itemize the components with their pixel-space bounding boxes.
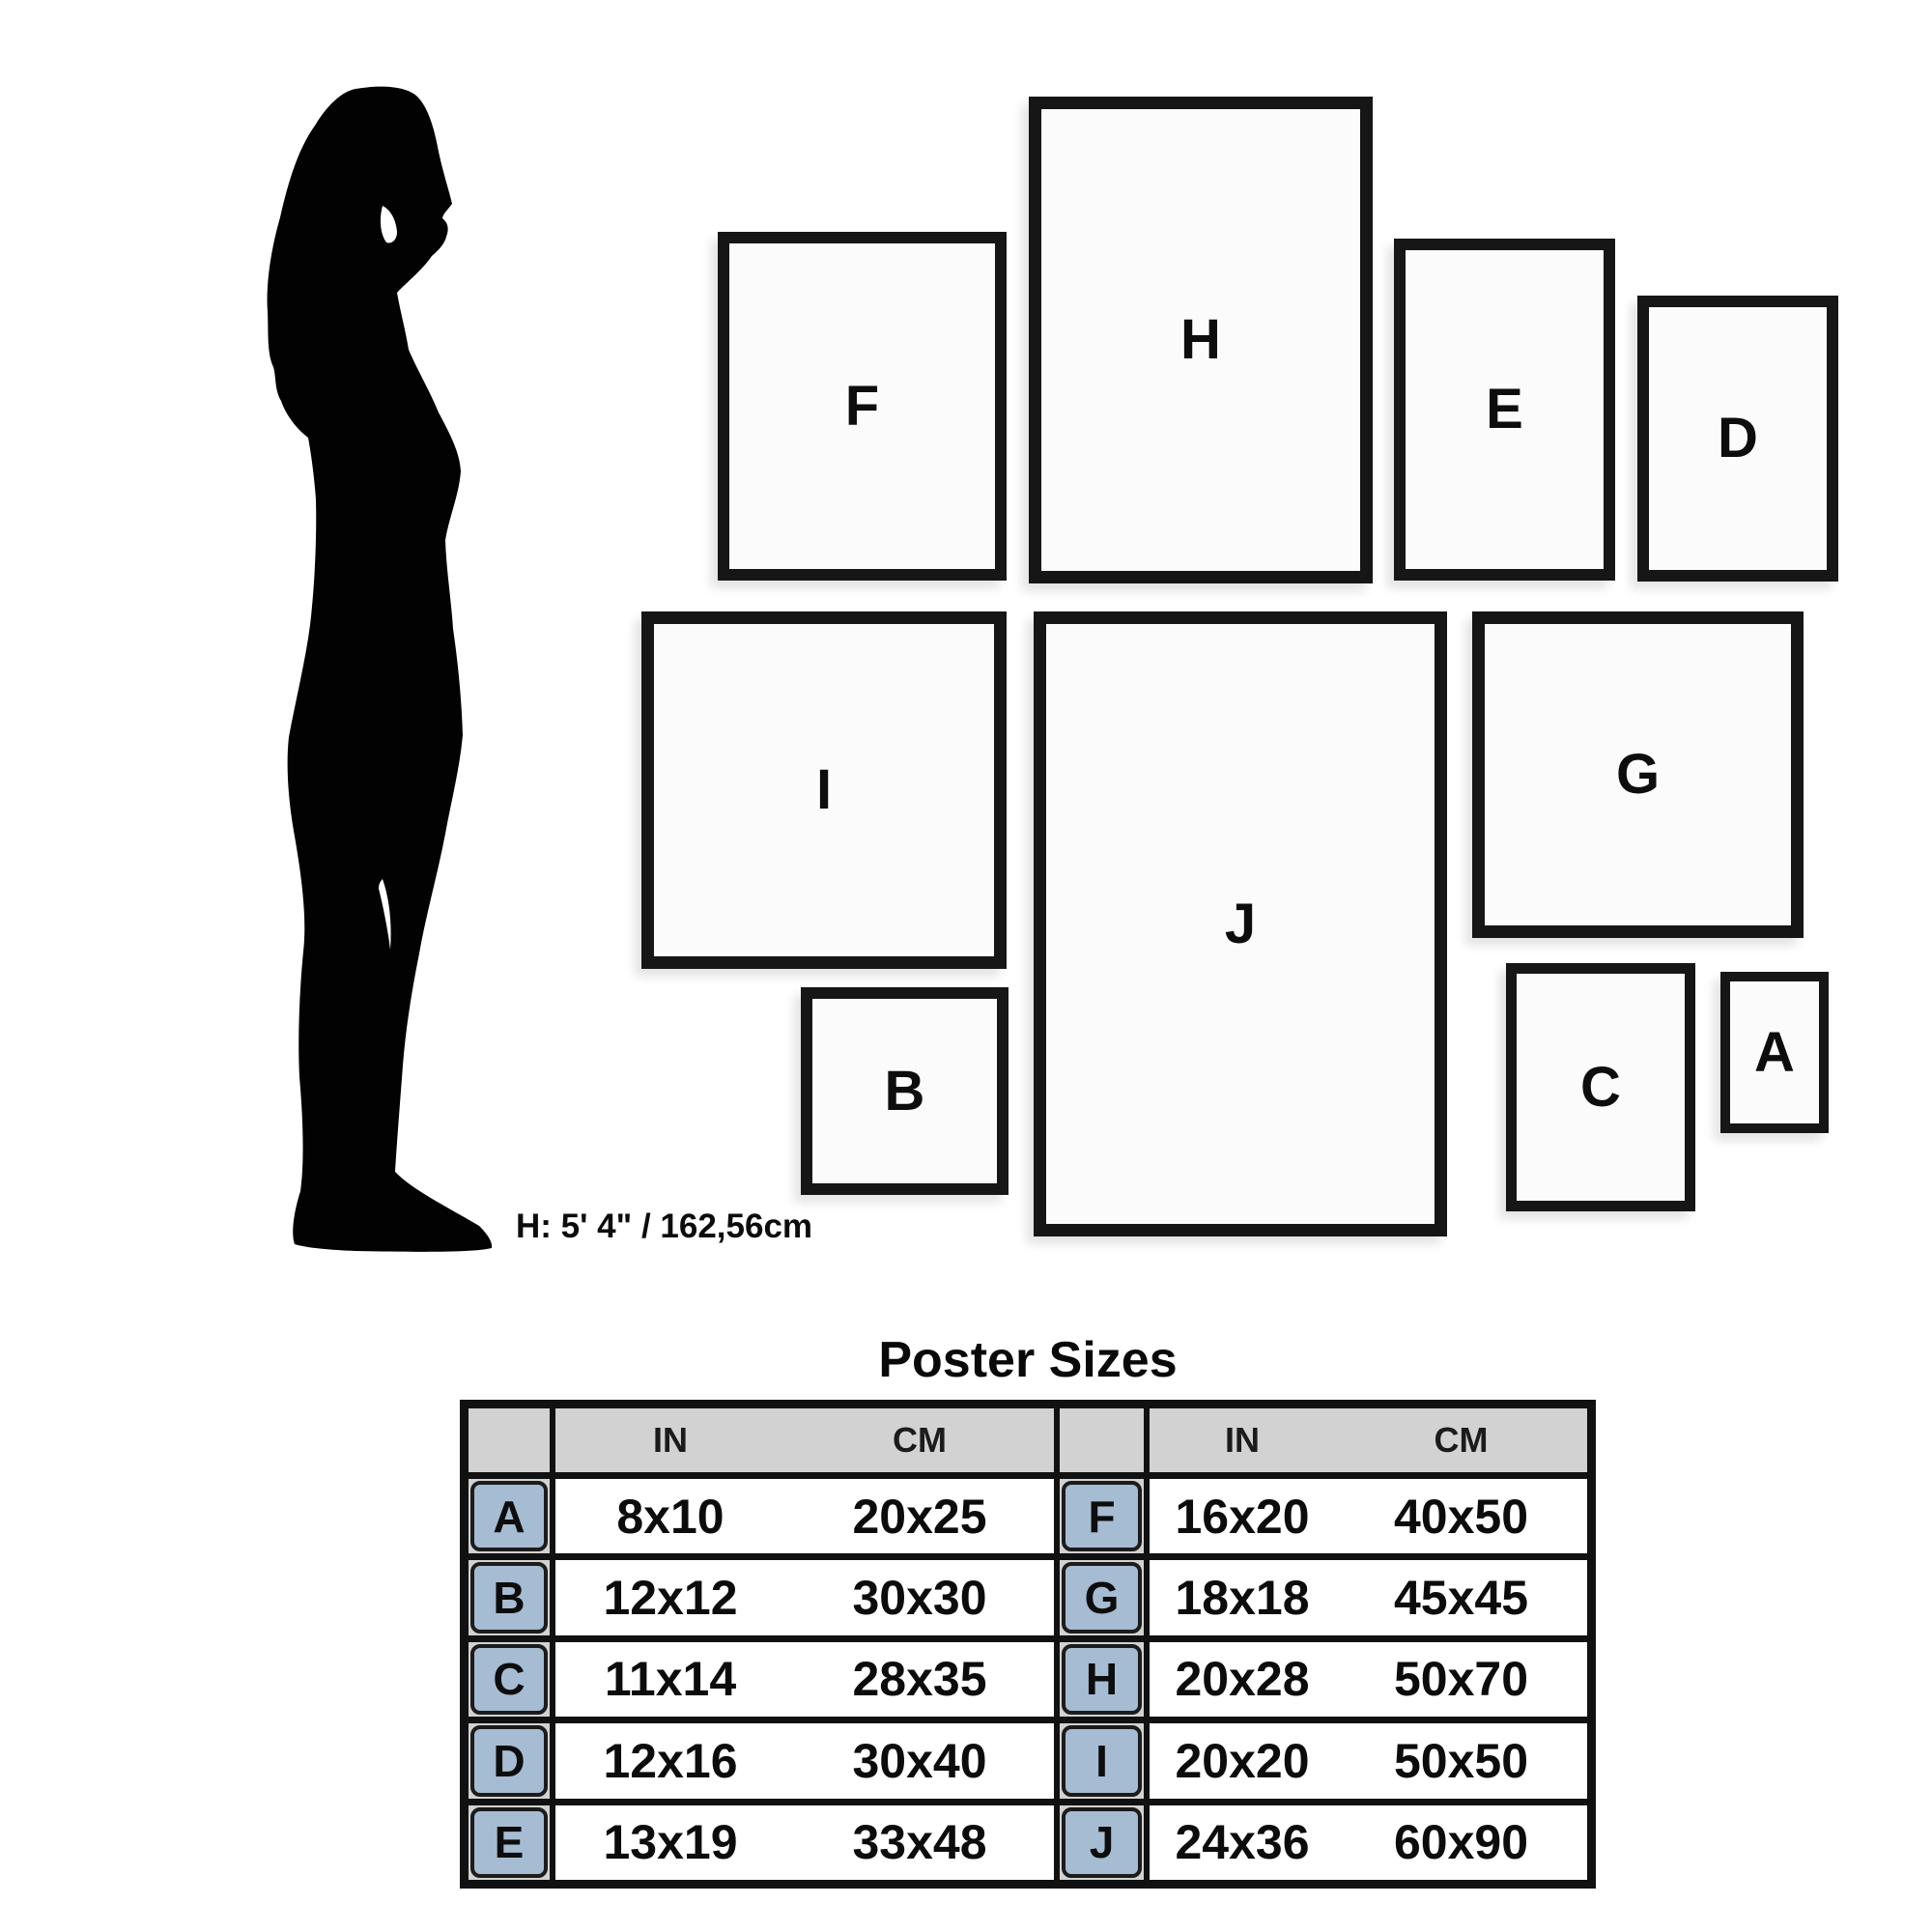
frame-j-label: J xyxy=(1224,892,1257,955)
height-label: H: 5' 4" / 162,56cm xyxy=(516,1208,813,1245)
size-c-in: 11x14 xyxy=(555,1634,785,1717)
size-g-cm: 45x45 xyxy=(1335,1553,1587,1634)
size-h-cm: 50x70 xyxy=(1335,1634,1587,1717)
size-i-cm: 50x50 xyxy=(1335,1717,1587,1798)
frame-d-label: D xyxy=(1718,407,1758,469)
table-title: Poster Sizes xyxy=(878,1332,1178,1388)
frame-c: C xyxy=(1506,963,1695,1211)
frame-i: I xyxy=(641,611,1007,969)
size-f-in: 16x20 xyxy=(1150,1472,1335,1553)
frame-f-label: F xyxy=(844,374,880,438)
row-label-j: J xyxy=(1060,1798,1150,1880)
frame-d: D xyxy=(1637,296,1838,582)
column-header-in-left: IN xyxy=(555,1408,785,1472)
row-label-g: G xyxy=(1060,1553,1150,1635)
frame-a: A xyxy=(1720,972,1829,1133)
woman-silhouette xyxy=(267,86,493,1252)
row-label-f: F xyxy=(1060,1472,1150,1554)
size-j-in: 24x36 xyxy=(1150,1798,1335,1880)
size-a-cm: 20x25 xyxy=(785,1472,1060,1554)
table-mid-corner-cell xyxy=(1060,1408,1150,1472)
poster-size-table: IN CM IN CM A 8x10 20x25 F 16x20 40x50 B… xyxy=(460,1400,1596,1889)
table-corner-cell xyxy=(469,1408,555,1472)
frame-h-label: H xyxy=(1180,308,1221,371)
row-label-e: E xyxy=(469,1798,555,1880)
size-e-cm: 33x48 xyxy=(785,1798,1060,1880)
frame-c-label: C xyxy=(1580,1055,1621,1119)
size-c-cm: 28x35 xyxy=(785,1634,1060,1718)
column-header-cm-left: CM xyxy=(785,1408,1060,1472)
size-h-in: 20x28 xyxy=(1150,1634,1335,1717)
size-j-cm: 60x90 xyxy=(1335,1798,1587,1880)
frame-j: J xyxy=(1034,611,1447,1236)
frame-g: G xyxy=(1472,611,1804,938)
frame-e: E xyxy=(1394,239,1615,581)
row-label-b: B xyxy=(469,1553,555,1635)
row-label-a: A xyxy=(469,1472,555,1554)
size-b-in: 12x12 xyxy=(555,1553,785,1634)
row-label-i: I xyxy=(1060,1717,1150,1799)
size-d-cm: 30x40 xyxy=(785,1717,1060,1799)
row-label-h: H xyxy=(1060,1634,1150,1718)
frame-a-label: A xyxy=(1754,1020,1795,1084)
size-i-in: 20x20 xyxy=(1150,1717,1335,1798)
size-b-cm: 30x30 xyxy=(785,1553,1060,1635)
column-header-in-right: IN xyxy=(1150,1408,1335,1472)
column-header-cm-right: CM xyxy=(1335,1408,1587,1472)
size-g-in: 18x18 xyxy=(1150,1553,1335,1634)
size-e-in: 13x19 xyxy=(555,1798,785,1880)
row-label-d: D xyxy=(469,1717,555,1799)
size-a-in: 8x10 xyxy=(555,1472,785,1553)
frame-g-label: G xyxy=(1615,743,1661,806)
frame-i-label: I xyxy=(815,758,833,821)
frame-b: B xyxy=(801,987,1009,1195)
size-f-cm: 40x50 xyxy=(1335,1472,1587,1553)
frame-f: F xyxy=(718,232,1007,581)
frame-b-label: B xyxy=(884,1059,925,1122)
frame-e-label: E xyxy=(1486,378,1523,440)
row-label-c: C xyxy=(469,1634,555,1718)
frame-h: H xyxy=(1029,97,1373,583)
size-d-in: 12x16 xyxy=(555,1717,785,1798)
